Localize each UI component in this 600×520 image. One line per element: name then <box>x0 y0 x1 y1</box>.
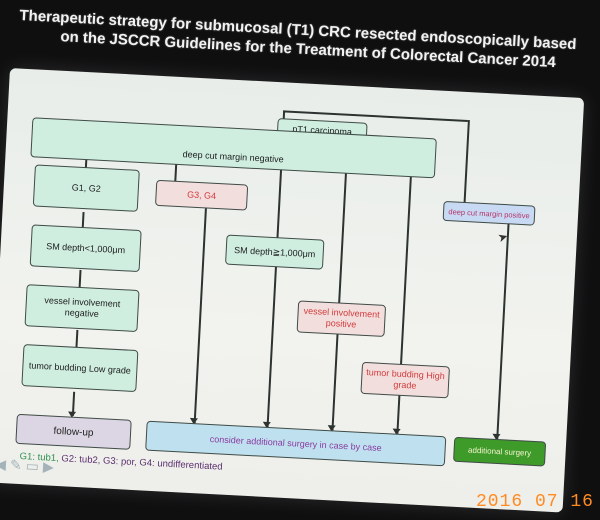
follow-up-box: follow-up <box>15 413 132 450</box>
pen-icon[interactable]: ✎ <box>9 456 27 474</box>
arrow-right-icon[interactable]: ▶ <box>42 458 59 476</box>
connector <box>193 208 207 424</box>
connector <box>78 269 82 288</box>
connector <box>463 120 470 205</box>
projected-slide: pT1 carcinoma deep cut margin negative d… <box>0 68 585 513</box>
sm-depth-lt-box: SM depth<1,000μm <box>29 224 142 273</box>
budding-high-box: tumor budding High grade <box>360 361 450 399</box>
g1-g2-box: G1, G2 <box>32 164 140 212</box>
slide-icon[interactable]: ▭ <box>25 457 44 475</box>
connector <box>266 169 282 428</box>
budding-low-box: tumor budding Low grade <box>21 344 139 393</box>
photo-date-stamp: 2016 07 16 <box>475 492 594 512</box>
sm-depth-ge-box: SM depth≧1,000μm <box>225 234 325 270</box>
margin-positive-box: deep cut margin positive <box>442 200 536 226</box>
vessel-positive-box: vessel involvement positive <box>296 300 387 337</box>
additional-surgery-box: additional surgery <box>453 436 547 467</box>
slide-nav-icons: ◀✎▭▶ <box>0 456 58 476</box>
legend-rest: G2: tub2, G3: por, G4: undifferentiated <box>58 453 223 473</box>
g3-g4-box: G3, G4 <box>154 179 249 211</box>
vessel-negative-box: vessel involvement negative <box>24 284 140 333</box>
connector <box>81 211 85 228</box>
connector <box>75 329 78 348</box>
slide-title: Therapeutic strategy for submucosal (T1)… <box>18 6 579 73</box>
connector <box>174 163 177 182</box>
connector <box>496 222 510 440</box>
